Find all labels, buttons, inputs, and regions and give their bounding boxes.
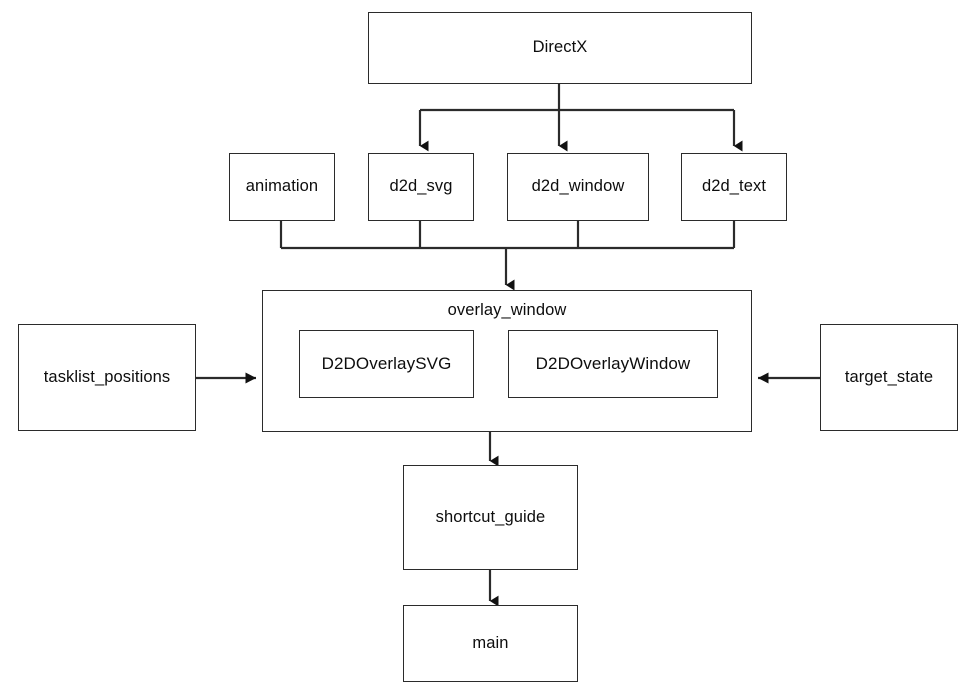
node-overlay-window[interactable]: overlay_window D2DOverlaySVG D2DOverlayW… <box>262 290 752 432</box>
node-d2d-text-label: d2d_text <box>701 177 767 196</box>
node-target-state[interactable]: target_state <box>820 324 958 431</box>
node-d2d-overlay-svg-label: D2DOverlaySVG <box>321 353 452 373</box>
node-tasklist-positions[interactable]: tasklist_positions <box>18 324 196 431</box>
node-main-label: main <box>472 633 509 652</box>
node-d2d-svg-label: d2d_svg <box>389 177 453 196</box>
node-d2d-window[interactable]: d2d_window <box>507 153 649 221</box>
node-shortcut-guide[interactable]: shortcut_guide <box>403 465 578 570</box>
node-animation[interactable]: animation <box>229 153 335 221</box>
node-target-state-label: target_state <box>844 367 934 386</box>
node-tasklist-positions-label: tasklist_positions <box>43 367 171 386</box>
node-d2d-svg[interactable]: d2d_svg <box>368 153 474 221</box>
node-main[interactable]: main <box>403 605 578 682</box>
node-shortcut-guide-label: shortcut_guide <box>435 507 546 526</box>
node-directx[interactable]: DirectX <box>368 12 752 84</box>
node-overlay-window-label: overlay_window <box>447 301 567 319</box>
node-d2d-overlay-svg[interactable]: D2DOverlaySVG <box>299 330 474 398</box>
node-d2d-overlay-window[interactable]: D2DOverlayWindow <box>508 330 718 398</box>
node-animation-label: animation <box>245 177 319 196</box>
node-d2d-overlay-window-label: D2DOverlayWindow <box>535 353 691 373</box>
node-d2d-text[interactable]: d2d_text <box>681 153 787 221</box>
node-directx-label: DirectX <box>532 38 588 57</box>
node-d2d-window-label: d2d_window <box>531 177 625 196</box>
